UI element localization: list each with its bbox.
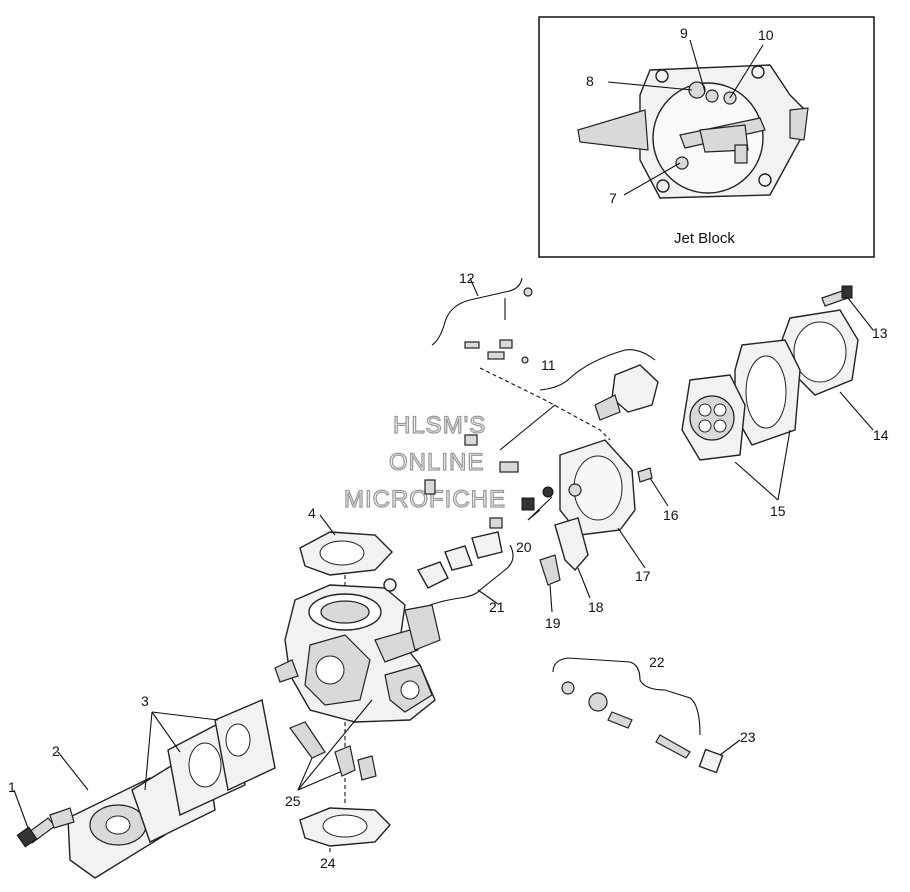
callout-23: 23 — [740, 729, 756, 745]
callout-16: 16 — [663, 507, 679, 523]
callout-25: 25 — [285, 793, 301, 809]
part-14-cover: 14 — [781, 309, 889, 443]
callout-13: 13 — [872, 325, 888, 341]
part-8-small-parts: 12 — [431, 270, 611, 441]
callout-15: 15 — [770, 503, 786, 519]
jet-block-inset: 8 9 10 7 Jet Block — [538, 16, 875, 258]
callout-11: 9 — [680, 25, 688, 41]
part-25-jets: 25 — [285, 699, 377, 809]
callout-10: 8 — [586, 73, 594, 89]
part-16-screw: 16 — [637, 467, 679, 523]
callout-24: 24 — [320, 855, 336, 871]
svg-text:ONLINE: ONLINE — [389, 449, 484, 476]
part-20-needle: 20 — [424, 434, 553, 555]
part-15-diaphragm-set: 15 — [681, 339, 801, 519]
callout-9: 7 — [609, 190, 617, 206]
callout-18: 18 — [588, 599, 604, 615]
callout-20: 20 — [516, 539, 532, 555]
callout-1: 1 — [8, 779, 16, 795]
callout-17: 17 — [635, 568, 651, 584]
callout-2: 2 — [52, 743, 60, 759]
callout-4: 4 — [308, 505, 316, 521]
carburetor-body — [274, 575, 441, 805]
part-18-lever: 18 — [554, 517, 604, 615]
callout-19: 19 — [545, 615, 561, 631]
part-4-gasket: 4 — [299, 505, 393, 576]
inset-title: Jet Block — [674, 230, 735, 247]
watermark: HLSM'S ONLINE MICROFICHE — [343, 411, 505, 513]
callout-21: 21 — [489, 599, 505, 615]
part-3-gasket-set: 3 — [131, 693, 276, 843]
part-23-cap: 23 — [698, 729, 756, 774]
callout-3: 3 — [141, 693, 149, 709]
callout-12: 10 — [758, 27, 774, 43]
part-19-clip: 19 — [539, 554, 561, 631]
callout-14: 14 — [873, 427, 889, 443]
part-24-gasket: 24 — [299, 807, 391, 871]
callout-8: 12 — [459, 270, 475, 286]
part-21-jet-group: 21 — [416, 531, 514, 615]
part-1-screw: 1 — [8, 779, 56, 848]
callout-22: 22 — [649, 654, 665, 670]
callout-7: 11 — [541, 357, 556, 373]
part-17-housing: 17 — [542, 439, 651, 584]
part-13-screw: 13 — [821, 285, 888, 341]
part-22-valve-assembly: 22 — [552, 654, 701, 759]
part-7-linkage: 11 — [499, 349, 659, 451]
